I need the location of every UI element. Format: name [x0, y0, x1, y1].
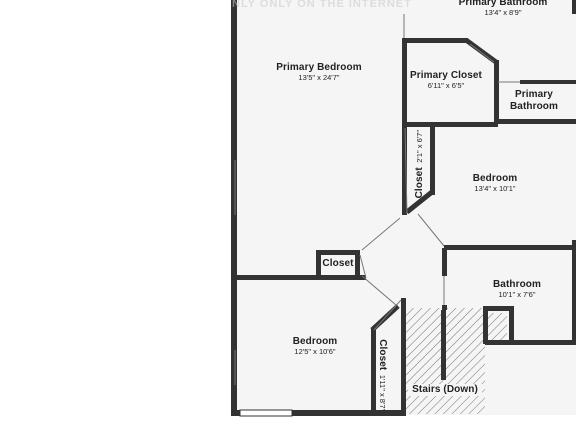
room-closet-small: Closet: [320, 258, 356, 270]
room-name: Bathroom: [492, 279, 542, 290]
room-name: Closet: [322, 258, 354, 269]
room-dims: 10'1" x 7'6": [498, 289, 536, 299]
room-dims: 1'11" x 8'7": [378, 374, 388, 412]
room-primary-bathroom-small: Primary Bathroom: [505, 89, 563, 112]
room-closet-vertical-lower: Closet 1'11" x 8'7": [375, 339, 393, 412]
room-primary-bedroom: Primary Bedroom 13'5" x 24'7": [254, 62, 384, 82]
stairs-hatch-right: [485, 313, 507, 343]
walls: [231, 0, 576, 416]
room-primary-closet: Primary Closet 6'11" x 6'5": [405, 70, 487, 90]
room-dims: 2'1" x 6'7": [414, 129, 424, 163]
room-primary-bathroom-top: Primary Bathroom 13'4" x 8'9": [448, 0, 558, 17]
room-name: Closet: [377, 339, 389, 371]
room-name: Closet: [413, 167, 425, 199]
room-name: Primary Closet: [410, 70, 482, 81]
room-name: Primary Bedroom: [276, 62, 362, 73]
room-name: Bedroom: [292, 336, 338, 347]
room-dims: 13'4" x 10'1": [474, 183, 516, 193]
room-name: Bedroom: [472, 173, 518, 184]
room-name: Primary Bathroom: [509, 89, 559, 112]
room-dims: 13'4" x 8'9": [484, 7, 522, 17]
room-stairs: Stairs (Down): [408, 384, 482, 396]
room-bedroom-upper: Bedroom 13'4" x 10'1": [460, 173, 530, 193]
room-dims: 6'11" x 6'5": [427, 80, 465, 90]
room-bedroom-lower: Bedroom 12'5" x 10'6": [280, 336, 350, 356]
doors: [234, 14, 520, 414]
room-bathroom: Bathroom 10'1" x 7'6": [480, 279, 554, 299]
watermark: NLY ONLY ON THE INTERNET: [232, 0, 412, 10]
bottom-window: [239, 409, 293, 417]
room-dims: 12'5" x 10'6": [294, 346, 336, 356]
room-closet-vertical-upper: Closet 2'1" x 6'7": [409, 129, 427, 199]
room-name: Stairs (Down): [412, 384, 478, 395]
room-name: Primary Bathroom: [458, 0, 548, 8]
room-dims: 13'5" x 24'7": [298, 72, 340, 82]
